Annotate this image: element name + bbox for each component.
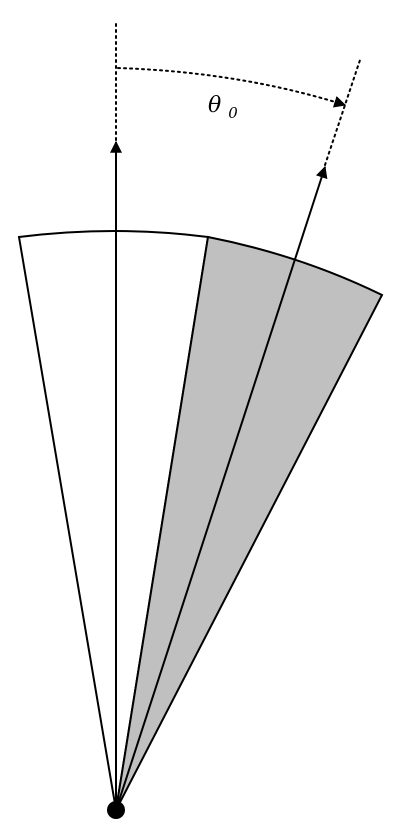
angle-label: θ 0 (208, 93, 238, 122)
unshaded-sector (17, 230, 210, 811)
angle-symbol: θ (208, 93, 221, 118)
apex-dot (107, 801, 125, 819)
angle-arc (117, 67, 347, 108)
angle-subscript: 0 (228, 104, 238, 122)
tilted-arrow (115, 165, 328, 811)
tilted-reference-dotted-line (324, 59, 361, 166)
shaded-sector (115, 235, 384, 811)
